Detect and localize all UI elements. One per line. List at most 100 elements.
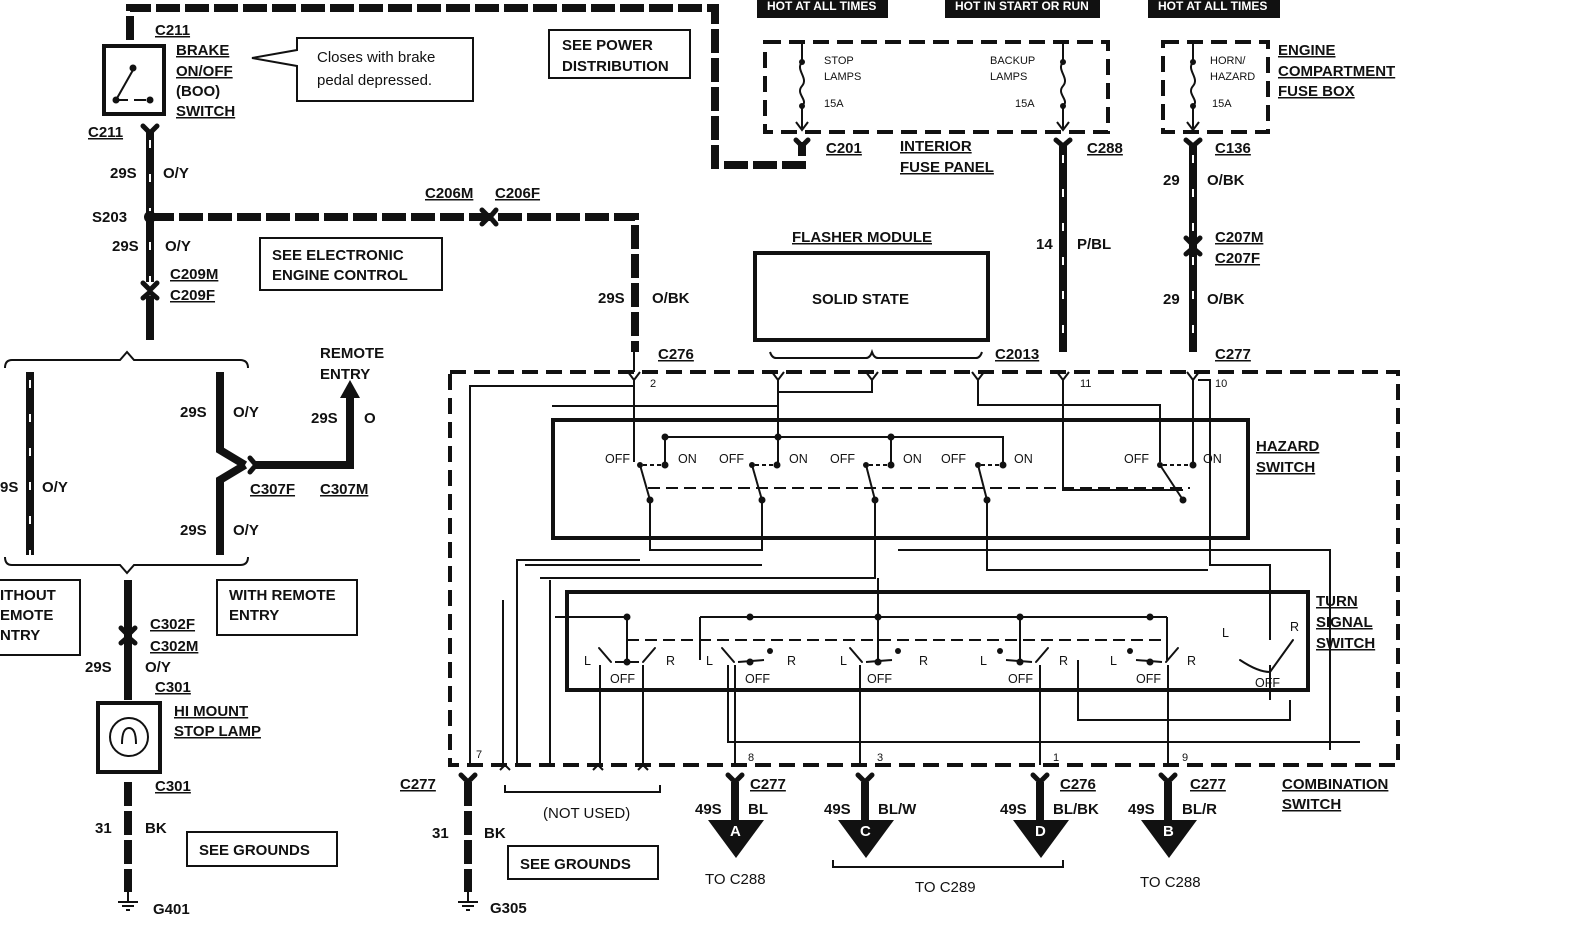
fuse-stop-label-2: LAMPS	[824, 71, 861, 83]
fuse-stop-label-1: STOP	[824, 55, 854, 67]
bracket-top	[4, 350, 249, 369]
connector-c276-top: C276	[658, 346, 694, 363]
hazard-on-label: ON	[1014, 452, 1033, 466]
flasher-module-body: SOLID STATE	[812, 291, 909, 308]
see-grounds-right-label: SEE GROUNDS	[520, 856, 631, 873]
fuse-icon	[795, 42, 809, 132]
ground-icon	[457, 891, 479, 911]
interior-fuse-panel	[763, 40, 1110, 134]
hazard-on-label: ON	[903, 452, 922, 466]
connector-c277-b: C277	[1190, 776, 1226, 793]
wire-color-label: O/Y	[233, 404, 259, 421]
hazard-switch-label-1: HAZARD	[1256, 438, 1319, 455]
wire-circuit-label: 29	[1163, 291, 1180, 308]
wire-circuit-label: 29S	[598, 290, 625, 307]
internal-wiring	[469, 379, 1360, 765]
wire-circuit-label: 49S	[824, 801, 851, 818]
brake-switch	[102, 44, 166, 116]
turn-off-label: OFF	[745, 672, 770, 686]
brake-switch-label-2: ON/OFF	[176, 63, 233, 80]
not-used-label: (NOT USED)	[543, 805, 630, 822]
flasher-module	[753, 251, 990, 342]
see-power-distribution-box	[548, 29, 691, 79]
wire-color-label: BL/BK	[1053, 801, 1099, 818]
interior-fuse-panel-label-1: INTERIOR	[900, 138, 972, 155]
wire-color-label: O/Y	[165, 238, 191, 255]
see-grounds-left-label: SEE GROUNDS	[199, 842, 310, 859]
see-grounds-box-left[interactable]	[186, 831, 338, 867]
remote-entry-line-1: REMOTE	[320, 345, 384, 362]
hazard-off-label: OFF	[830, 452, 855, 466]
ground-g305-label: G305	[490, 900, 527, 917]
see-eec-line-1: SEE ELECTRONIC	[272, 247, 404, 264]
wire-color-label: P/BL	[1077, 236, 1111, 253]
see-eec-line-2: ENGINE CONTROL	[272, 267, 408, 284]
connector-c211-top: C211	[155, 22, 190, 39]
turn-off-label: OFF	[610, 672, 635, 686]
remote-entry-line-2: ENTRY	[320, 366, 370, 383]
pin-number: 2	[650, 378, 656, 390]
see-power-line-2: DISTRIBUTION	[562, 58, 669, 75]
see-eec-box	[259, 237, 443, 291]
hi-mount-line-1: HI MOUNT	[174, 703, 248, 720]
connector-c201-symbol	[793, 137, 811, 150]
turn-signal-switch[interactable]	[565, 590, 1310, 692]
hazard-off-label: OFF	[719, 452, 744, 466]
connector-c209-symbol	[140, 280, 160, 301]
banner-hot-at-all-times-2	[1148, 0, 1280, 18]
connector-c277-a: C277	[750, 776, 786, 793]
turn-off-label: OFF	[1008, 672, 1033, 686]
turn-left-label: L	[840, 654, 847, 668]
interior-fuse-panel-label-2: FUSE PANEL	[900, 159, 994, 176]
ground-g401-label: G401	[153, 901, 190, 918]
turn-signal-label-3: SWITCH	[1316, 635, 1375, 652]
hazard-on-label: ON	[789, 452, 808, 466]
with-remote-line-2: ENTRY	[229, 607, 279, 624]
connector-c207-symbol	[1183, 235, 1203, 257]
turn-right-label: R	[787, 654, 796, 668]
callout-line-1: Closes with brake	[317, 49, 435, 66]
connector-c307f: C307F	[250, 481, 295, 498]
turn-left-label: L	[706, 654, 713, 668]
hazard-switch-label-2: SWITCH	[1256, 459, 1315, 476]
fuse-backup-label-2: LAMPS	[990, 71, 1027, 83]
connector-c276-d: C276	[1060, 776, 1096, 793]
fuse-backup-label-1: BACKUP	[990, 55, 1035, 67]
wire-color-label: BL	[748, 801, 768, 818]
connector-c206-symbol	[479, 207, 499, 227]
bracket-bottom	[4, 556, 249, 575]
output-a-destination: TO C288	[705, 871, 766, 888]
fuse-backup-rating: 15A	[1015, 98, 1035, 110]
engine-fuse-box-label-3: FUSE BOX	[1278, 83, 1355, 100]
wire-circuit-label: 29S	[311, 410, 338, 427]
hazard-switch[interactable]	[551, 418, 1250, 540]
turn-signal-contacts	[598, 613, 1294, 674]
not-used-bracket	[504, 785, 661, 793]
connector-c277-symbol	[458, 772, 478, 786]
connector-c209f: C209F	[170, 287, 215, 304]
flasher-module-title: FLASHER MODULE	[792, 229, 932, 246]
turn-signal-label-1: TURN	[1316, 593, 1358, 610]
pin-number: 11	[1080, 378, 1091, 390]
fuse-stop-rating: 15A	[824, 98, 844, 110]
flasher-connector-leads	[769, 348, 983, 359]
see-power-line-1: SEE POWER	[562, 37, 653, 54]
connector-c302f: C302F	[150, 616, 195, 633]
wire-color-label: O	[364, 410, 376, 427]
pin-number: 10	[1215, 378, 1227, 390]
see-grounds-box-right[interactable]	[507, 845, 659, 880]
turn-right-label: R	[1187, 654, 1196, 668]
wire-color-label: O/Y	[233, 522, 259, 539]
connector-c277-top: C277	[1215, 346, 1251, 363]
banner-label: HOT AT ALL TIMES	[1158, 0, 1267, 13]
output-b-destination: TO C288	[1140, 874, 1201, 891]
pin-number: 7	[476, 749, 482, 761]
connector-c288: C288	[1087, 140, 1123, 157]
pin-number: 3	[877, 752, 883, 764]
fuse-horn-rating: 15A	[1212, 98, 1232, 110]
connector-c2013: C2013	[995, 346, 1039, 363]
pin-number: 8	[748, 752, 754, 764]
connector-c302-symbol	[118, 625, 138, 646]
output-c-letter: C	[860, 823, 871, 840]
